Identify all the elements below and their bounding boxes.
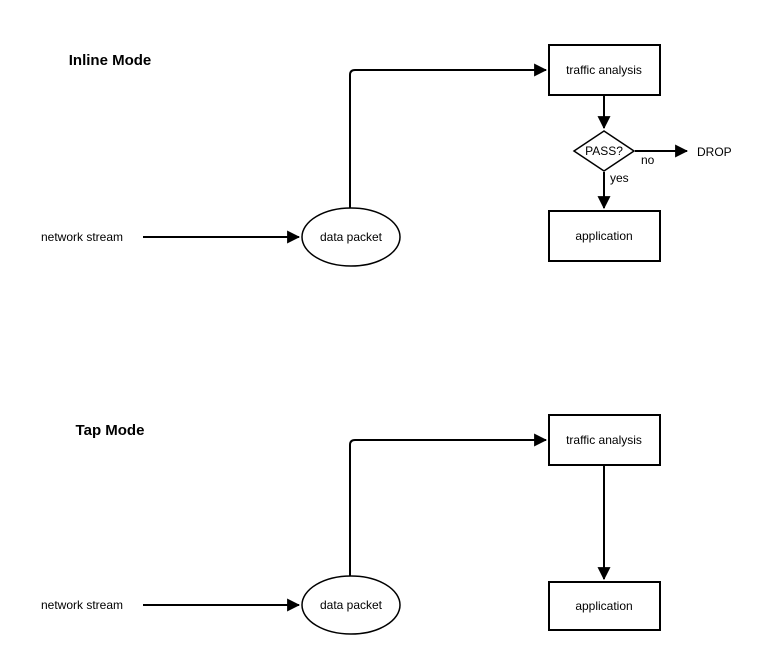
tap-application-node (548, 581, 661, 631)
inline-application-node (548, 210, 661, 262)
inline-drop-label: DROP (697, 145, 732, 159)
inline-pass-decision-label: PASS? (585, 144, 623, 158)
tap-network-stream-label: network stream (41, 598, 123, 612)
tap-traffic-analysis-node (548, 414, 661, 466)
inline-application-label: application (575, 229, 632, 243)
tap-traffic-analysis-label: traffic analysis (566, 433, 642, 447)
inline-traffic-analysis-label: traffic analysis (566, 63, 642, 77)
inline-edge-yes-label: yes (610, 171, 629, 185)
inline-mode-diagram: Inline Mode network stream data packet t… (41, 44, 732, 267)
inline-data-packet-label: data packet (320, 230, 383, 244)
inline-traffic-analysis-node (548, 44, 661, 96)
tap-mode-diagram: Tap Mode network stream data packet traf… (41, 414, 661, 635)
inline-edge-no-label: no (641, 153, 655, 167)
inline-pass-decision-node (572, 130, 636, 172)
tap-data-packet-label: data packet (320, 598, 383, 612)
tap-edge-packet-to-analysis (349, 433, 548, 576)
inline-network-stream-label: network stream (41, 230, 123, 244)
tap-application-label: application (575, 599, 632, 613)
inline-edge-packet-to-analysis (349, 63, 548, 208)
tap-mode-title: Tap Mode (76, 422, 145, 439)
inline-mode-title: Inline Mode (69, 52, 152, 69)
